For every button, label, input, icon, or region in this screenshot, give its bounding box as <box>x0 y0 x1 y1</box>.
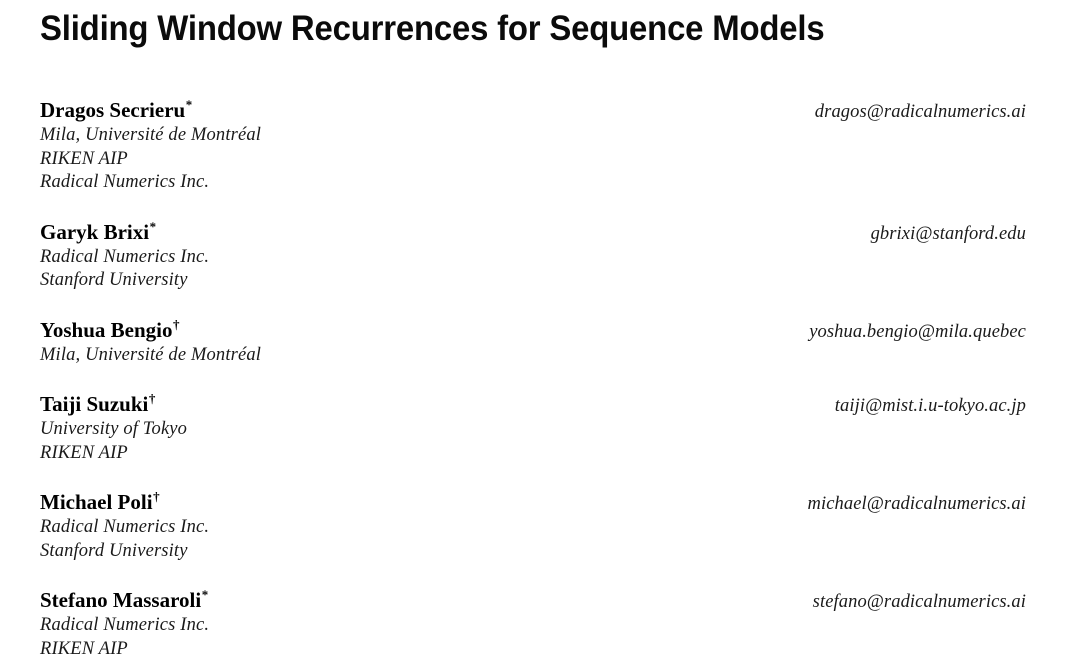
author-block: Michael Poli† michael@radicalnumerics.ai… <box>40 491 1026 563</box>
author-name: Stefano Massaroli* <box>40 589 208 612</box>
author-footnote-marker: † <box>172 317 179 332</box>
author-name: Dragos Secrieru* <box>40 99 192 122</box>
affiliation-line: Mila, Université de Montréal <box>40 344 1026 368</box>
affiliation-line: Radical Numerics Inc. <box>40 614 1026 638</box>
author-email[interactable]: gbrixi@stanford.edu <box>871 223 1026 246</box>
author-block: Garyk Brixi* gbrixi@stanford.edu Radical… <box>40 221 1026 293</box>
author-email[interactable]: yoshua.bengio@mila.quebec <box>809 321 1026 344</box>
author-header-row: Garyk Brixi* gbrixi@stanford.edu <box>40 221 1026 246</box>
author-block: Dragos Secrieru* dragos@radicalnumerics.… <box>40 99 1026 195</box>
author-email[interactable]: stefano@radicalnumerics.ai <box>813 591 1026 614</box>
affiliation-line: Mila, Université de Montréal <box>40 124 1026 148</box>
author-name-text: Dragos Secrieru <box>40 98 185 122</box>
affiliation-line: Radical Numerics Inc. <box>40 516 1026 540</box>
page-title: Sliding Window Recurrences for Sequence … <box>40 0 967 49</box>
author-footnote-marker: † <box>148 391 155 406</box>
affiliation-line: Radical Numerics Inc. <box>40 246 1026 270</box>
affiliation-line: University of Tokyo <box>40 418 1026 442</box>
author-affiliations: Radical Numerics Inc.Stanford University <box>40 516 1026 563</box>
author-footnote-marker: * <box>185 97 192 112</box>
author-email[interactable]: taiji@mist.i.u-tokyo.ac.jp <box>835 395 1026 418</box>
author-name-text: Taiji Suzuki <box>40 392 148 416</box>
author-affiliations: Mila, Université de Montréal <box>40 344 1026 368</box>
affiliation-line: Stanford University <box>40 269 1026 293</box>
author-name: Michael Poli† <box>40 491 160 514</box>
author-name: Yoshua Bengio† <box>40 319 179 342</box>
author-name-text: Michael Poli <box>40 490 153 514</box>
author-footnote-marker: * <box>149 219 156 234</box>
author-email[interactable]: michael@radicalnumerics.ai <box>808 493 1026 516</box>
affiliation-line: RIKEN AIP <box>40 442 1026 466</box>
author-name: Garyk Brixi* <box>40 221 156 244</box>
affiliation-line: Stanford University <box>40 540 1026 564</box>
author-footnote-marker: * <box>201 587 208 602</box>
author-email[interactable]: dragos@radicalnumerics.ai <box>815 101 1026 124</box>
author-footnote-marker: † <box>153 489 160 504</box>
paper-front-page: Sliding Window Recurrences for Sequence … <box>0 0 1080 645</box>
author-name-text: Yoshua Bengio <box>40 318 172 342</box>
author-block: Yoshua Bengio† yoshua.bengio@mila.quebec… <box>40 319 1026 368</box>
author-header-row: Dragos Secrieru* dragos@radicalnumerics.… <box>40 99 1026 124</box>
author-header-row: Stefano Massaroli* stefano@radicalnumeri… <box>40 589 1026 614</box>
affiliation-line: RIKEN AIP <box>40 148 1026 172</box>
author-name: Taiji Suzuki† <box>40 393 155 416</box>
affiliation-line: Radical Numerics Inc. <box>40 171 1026 195</box>
affiliation-line: RIKEN AIP <box>40 638 1026 661</box>
author-header-row: Taiji Suzuki† taiji@mist.i.u-tokyo.ac.jp <box>40 393 1026 418</box>
author-name-text: Garyk Brixi <box>40 220 149 244</box>
author-affiliations: Radical Numerics Inc.RIKEN AIP <box>40 614 1026 661</box>
author-list: Dragos Secrieru* dragos@radicalnumerics.… <box>40 99 1026 661</box>
author-block: Stefano Massaroli* stefano@radicalnumeri… <box>40 589 1026 661</box>
author-block: Taiji Suzuki† taiji@mist.i.u-tokyo.ac.jp… <box>40 393 1026 465</box>
author-name-text: Stefano Massaroli <box>40 588 201 612</box>
author-header-row: Michael Poli† michael@radicalnumerics.ai <box>40 491 1026 516</box>
author-affiliations: Radical Numerics Inc.Stanford University <box>40 246 1026 293</box>
author-header-row: Yoshua Bengio† yoshua.bengio@mila.quebec <box>40 319 1026 344</box>
